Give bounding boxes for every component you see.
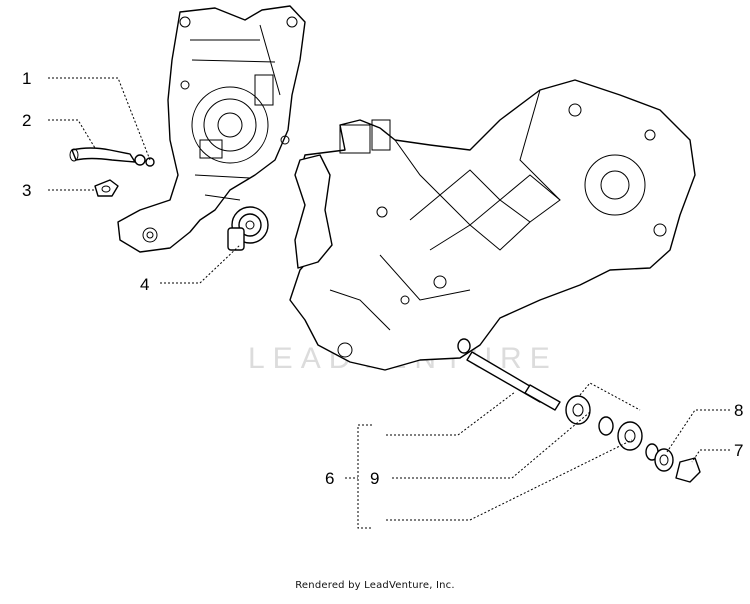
callout-9: 9 — [370, 469, 379, 488]
pump-gear-part — [227, 206, 269, 251]
callout-4: 4 — [140, 275, 149, 294]
shaft-assembly — [457, 338, 701, 483]
crankcase-main — [289, 79, 696, 371]
gasket-part — [94, 179, 119, 197]
callout-2: 2 — [22, 111, 31, 130]
callout-7: 7 — [734, 441, 743, 460]
callout-1: 1 — [22, 69, 31, 88]
crankcase-cover — [117, 5, 306, 253]
leader-lines — [48, 77, 730, 529]
callout-6: 6 — [325, 469, 334, 488]
hose-part — [69, 147, 155, 167]
callout-3: 3 — [22, 181, 31, 200]
callout-labels: 1 2 3 4 6 9 8 7 — [22, 69, 743, 488]
callout-8: 8 — [734, 401, 743, 420]
render-credit: Rendered by LeadVenture, Inc. — [295, 580, 455, 591]
